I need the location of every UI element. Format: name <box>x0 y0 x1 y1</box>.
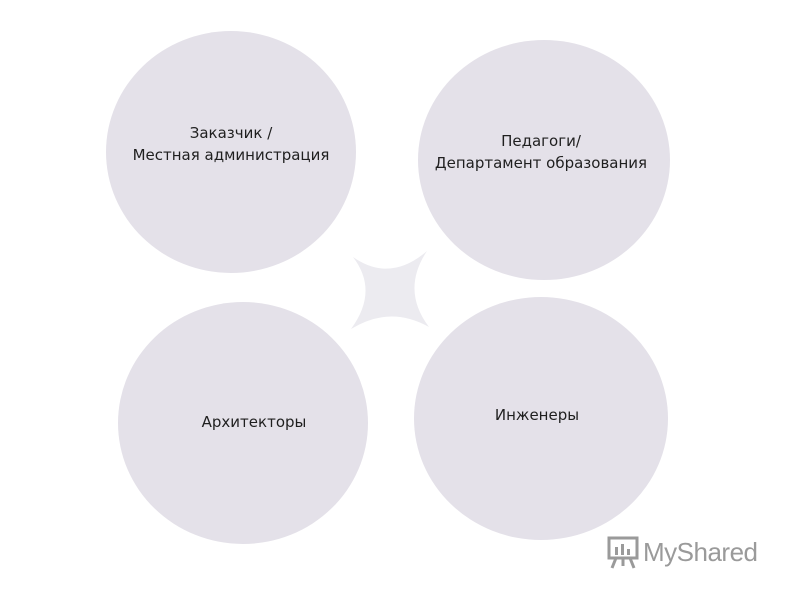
circle-engineers-line-1: Инженеры <box>494 405 580 424</box>
circle-customer-label: Заказчик / Местная администрация <box>133 122 330 166</box>
circle-customer-line-1: Заказчик / <box>189 124 273 142</box>
circle-teachers-line-2: Департамент образования <box>434 154 648 172</box>
circle-architects: Архитекторы <box>118 302 368 544</box>
circle-teachers-line-1: Педагоги/ <box>501 132 581 150</box>
circle-teachers: Педагоги/ Департамент образования <box>418 40 670 280</box>
circle-engineers: Инженеры <box>414 297 668 540</box>
circle-engineers-label: Инженеры <box>495 404 579 426</box>
center-cross-shape <box>351 251 429 329</box>
watermark-text: MyShared <box>643 537 758 568</box>
watermark-text-my: My <box>643 536 677 567</box>
circle-teachers-label: Педагоги/ Департамент образования <box>435 130 647 174</box>
watermark-text-shared: Shared <box>676 536 758 567</box>
presentation-board-icon <box>607 536 639 569</box>
myshared-watermark: MyShared <box>607 535 758 569</box>
circle-customer: Заказчик / Местная администрация <box>106 31 356 273</box>
circle-architects-line-1: Архитекторы <box>201 413 307 431</box>
circle-architects-label: Архитекторы <box>202 411 307 433</box>
circle-customer-line-2: Местная администрация <box>132 146 330 164</box>
